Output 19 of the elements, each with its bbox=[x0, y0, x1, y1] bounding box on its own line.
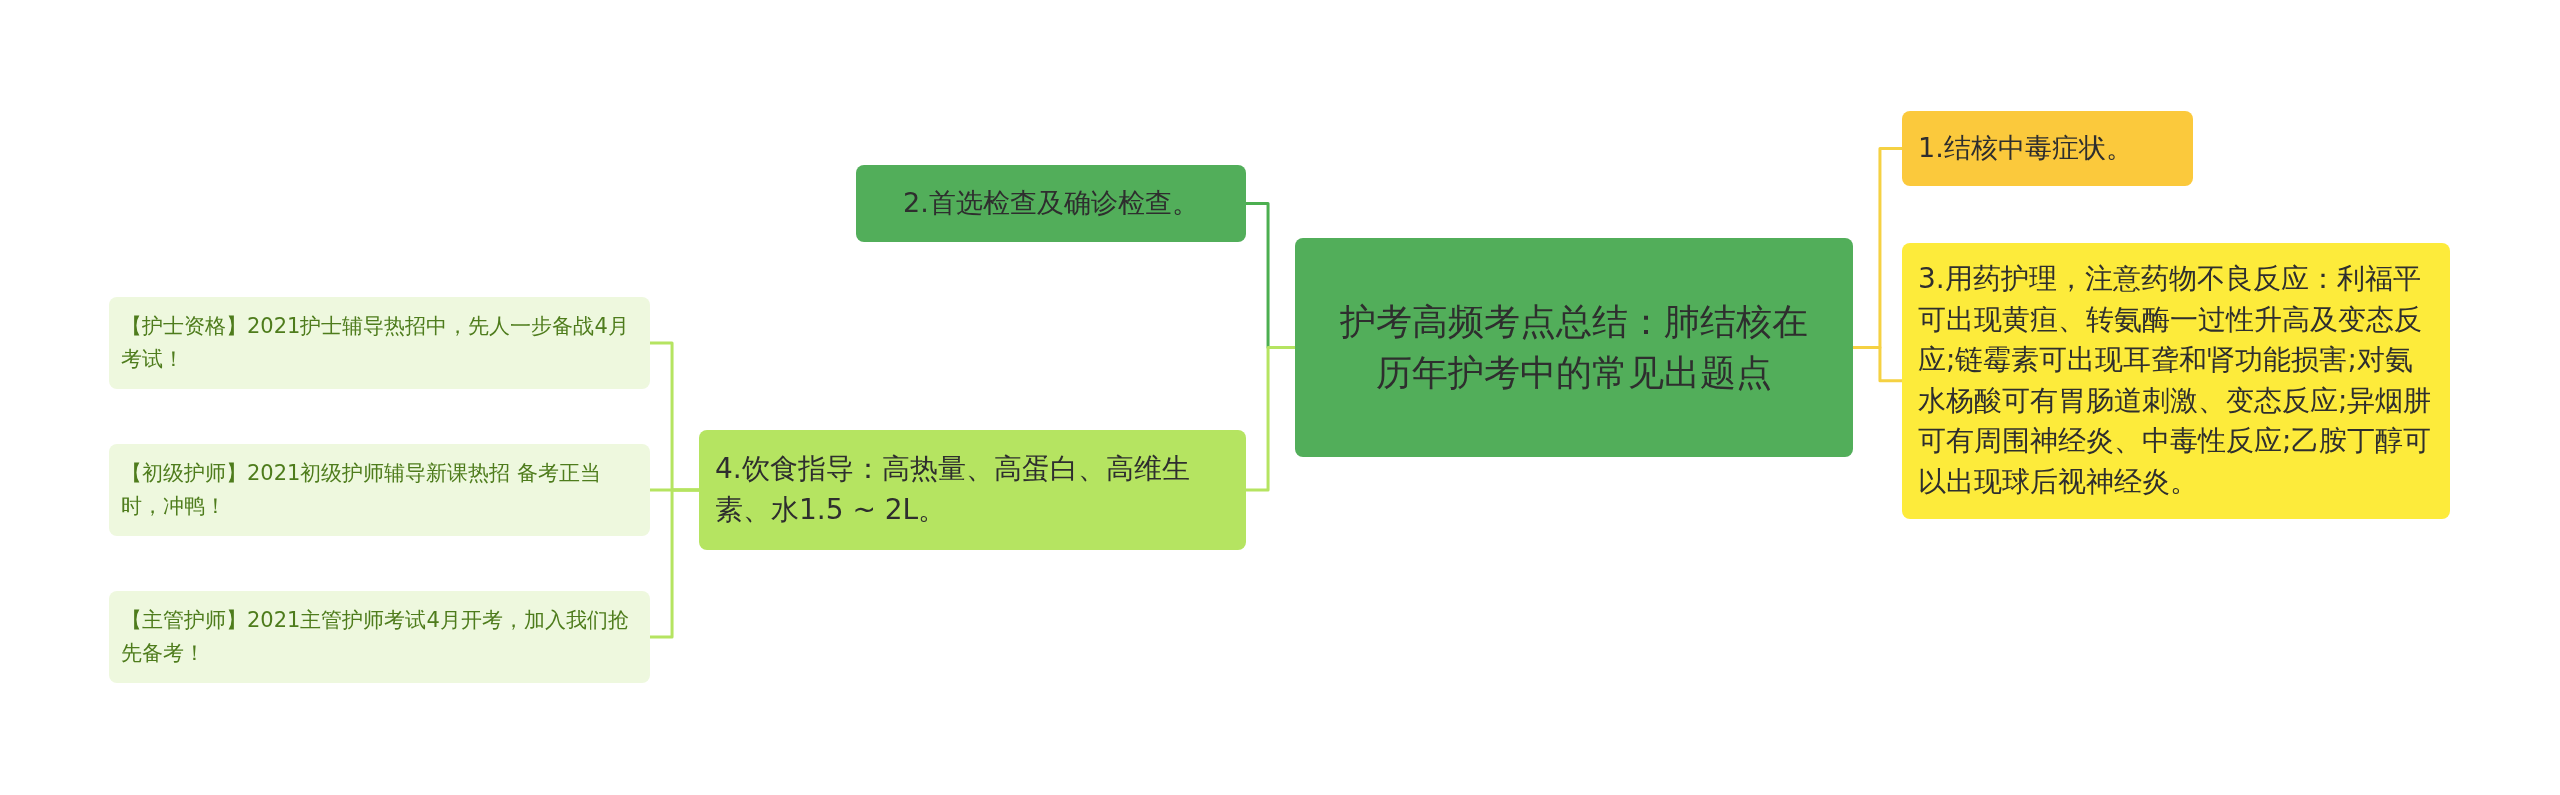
topic-text: 【初级护师】2021初级护师辅导新课热招 备考正当时，冲鸭！ bbox=[121, 460, 603, 520]
topic-text: 2.首选检查及确诊检查。 bbox=[902, 186, 1200, 221]
topic-box bbox=[856, 165, 1246, 242]
topic-text: 【护士资格】2021护士辅导热招中，先人一步备战4月考试！ bbox=[121, 313, 630, 373]
topic-box bbox=[1902, 243, 2450, 519]
subtopic-box bbox=[109, 591, 650, 683]
topic-text: 护考高频考点总结：肺结核在历年护考中的常见出题点 bbox=[1339, 300, 1809, 395]
topic-text: 【主管护师】2021主管护师考试4月开考，加入我们抢先备考！ bbox=[121, 607, 630, 667]
subtopic-box bbox=[109, 444, 650, 536]
topic-text: 3.用药护理，注意药物不良反应：利福平可出现黄疸、转氨酶一过性升高及变态反应;链霉素可出现耳聋和肾功能损害;对氨水杨酸可有胃肠道刺激、变态反应;异烟肼可有周围神经炎、中毒性反应;乙胺丁醇可以出现球后视神经炎。 bbox=[1918, 261, 2433, 500]
connector-line bbox=[1853, 346, 1902, 383]
connector-line bbox=[650, 488, 699, 639]
topic-text: 4.饮食指导：高热量、高蛋白、高维生素、水1.5 ~ 2L。 bbox=[715, 451, 1191, 528]
subtopic-box bbox=[109, 297, 650, 389]
topic-box bbox=[1902, 111, 2193, 186]
central-topic-box bbox=[1295, 238, 1853, 457]
topic-box bbox=[699, 430, 1246, 550]
connector-line bbox=[1246, 346, 1295, 492]
topic-text: 1.结核中毒症状。 bbox=[1918, 131, 2134, 166]
